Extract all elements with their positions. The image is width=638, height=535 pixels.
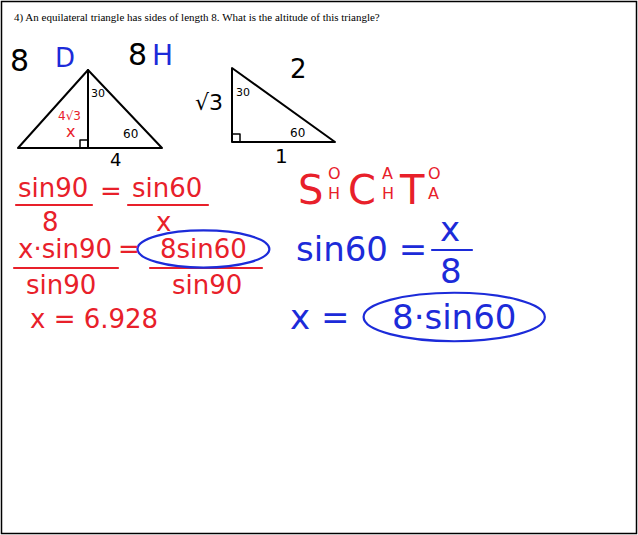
segment-length: 4 [110, 151, 121, 169]
altitude-line [87, 70, 89, 148]
angle-label: 60 [290, 127, 305, 139]
mnemonic-letter: O [428, 166, 441, 182]
hand-note: D [55, 45, 75, 71]
equation-term: sin90 [18, 175, 88, 201]
mnemonic-letter: A [382, 166, 393, 182]
equation-term: 8·sin60 [392, 300, 516, 334]
equation-term: sin60 = [296, 232, 427, 266]
fraction-bar [16, 204, 92, 206]
mnemonic-letter: H [382, 186, 394, 202]
reference-triangle [232, 68, 335, 142]
mnemonic-letter: O [328, 166, 341, 182]
equation-term: x [156, 209, 171, 235]
mnemonic-letter: H [328, 186, 340, 202]
circle-mark [364, 293, 545, 342]
hand-note: H [152, 42, 173, 70]
equilateral-triangle [18, 70, 162, 148]
side-length: 8 [128, 40, 147, 70]
equation-term: 8 [42, 209, 59, 235]
problem-statement: 4) An equilateral triangle has sides of … [14, 11, 624, 24]
equation-term: sin90 [26, 272, 96, 298]
mnemonic-letter: S [298, 170, 323, 210]
mnemonic-letter: A [428, 186, 439, 202]
right-angle-mark [80, 140, 88, 148]
unknown-variable: x [66, 124, 75, 140]
equation-result: x = 6.928 [30, 306, 158, 332]
mnemonic-letter: C [348, 170, 376, 210]
side-length: 1 [275, 146, 288, 166]
equation-term: x [440, 212, 460, 246]
equation-sign: = [118, 236, 140, 262]
fraction-bar [432, 249, 472, 251]
side-length: 2 [290, 56, 307, 82]
mnemonic-letter: T [400, 170, 424, 210]
equation-term: sin90 [172, 272, 242, 298]
equation-term: x = [290, 300, 349, 334]
angle-label: 30 [236, 87, 250, 98]
segment-length: 4√3 [58, 110, 81, 122]
angle-label: 30 [91, 88, 105, 99]
side-length: 8 [10, 46, 29, 76]
equation-term: x·sin90 [18, 236, 112, 262]
side-length: √3 [195, 92, 223, 114]
right-angle-mark [232, 134, 240, 142]
equation-term: 8sin60 [160, 236, 247, 262]
fraction-bar [128, 204, 208, 206]
equation-sign: = [100, 178, 122, 204]
angle-label: 60 [123, 128, 138, 140]
equation-term: 8 [440, 254, 462, 288]
fraction-bar [14, 267, 118, 269]
circle-mark [137, 230, 269, 267]
equation-term: sin60 [132, 175, 202, 201]
